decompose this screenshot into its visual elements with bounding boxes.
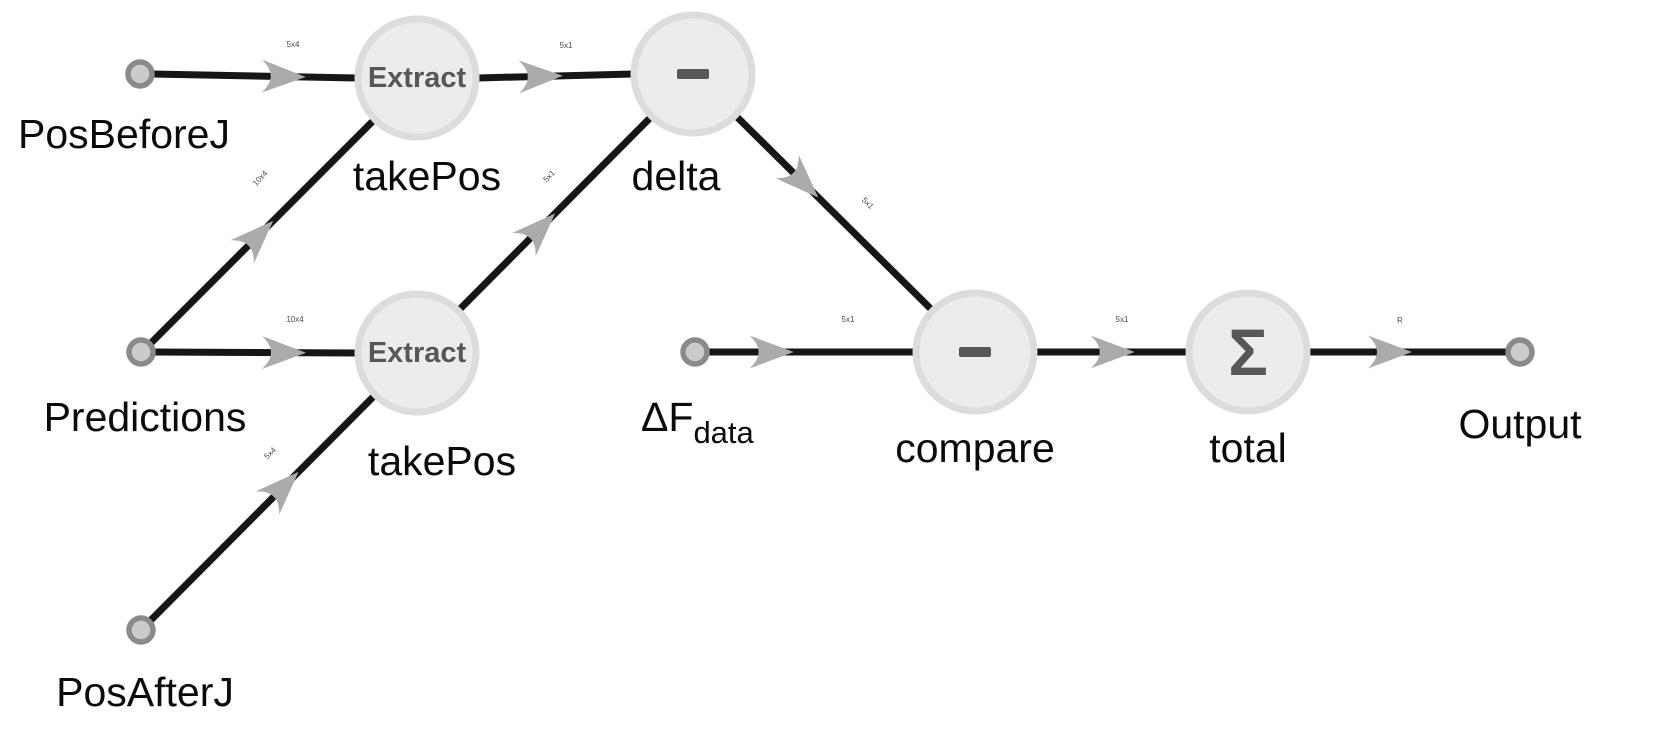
node-label-delta: delta	[632, 153, 721, 199]
terminal-label-main: ΔF	[641, 394, 693, 440]
edge-dim-label-takepos2-to-delta: 5x1	[541, 168, 557, 184]
arrowhead-icon	[1367, 335, 1412, 369]
arrowhead-icon	[261, 59, 306, 93]
edge-dim-label-predictions-to-takepos1: 10x4	[251, 168, 270, 187]
edge-line-posafterj-to-takepos2	[146, 391, 379, 625]
node-glyph: Extract	[368, 62, 467, 94]
arrowhead-icon	[518, 60, 563, 94]
minus-icon	[959, 347, 991, 357]
terminal-output	[1505, 337, 1535, 367]
node-total	[1185, 289, 1311, 415]
edge-dim-label-takepos1-to-delta: 5x1	[560, 41, 573, 50]
arrowhead-icon	[230, 220, 274, 264]
edge-dim-label-predictions-to-takepos2: 10x4	[286, 315, 304, 324]
edge-line-delta-to-compare	[732, 112, 936, 314]
terminal-posafterj	[126, 615, 156, 645]
terminal-label-predictions: Predictions	[44, 394, 247, 440]
arrowhead-icon	[261, 336, 306, 370]
node-takepos-2	[354, 290, 480, 416]
edge-dim-label-compare-to-total: 5x1	[1116, 315, 1129, 324]
node-glyph: Extract	[368, 337, 467, 369]
edge-dim-label-deltafdata-to-compare: 5x1	[842, 315, 855, 324]
terminal-label-output: Output	[1458, 401, 1582, 447]
arrowhead-icon	[255, 471, 299, 515]
terminal-label-posafterj: PosAfterJ	[56, 669, 234, 715]
terminal-delta-f-data	[680, 337, 710, 367]
edge-line-predictions-to-takepos2	[149, 348, 361, 357]
node-label-total: total	[1209, 425, 1287, 471]
terminal-predictions	[126, 337, 156, 367]
node-label-compare: compare	[895, 425, 1055, 471]
edge-line-posbeforej-to-takepos1	[148, 70, 361, 82]
edge-dim-label-posafterj-to-takepos2: 5x4	[262, 445, 278, 461]
node-label-takepos-2: takePos	[368, 438, 516, 484]
terminal-label-delta-f-data: ΔFdata	[641, 394, 755, 450]
sigma-icon: Σ	[1228, 315, 1268, 389]
arrowhead-icon	[512, 213, 555, 257]
edge-dim-label-posbeforej-to-takepos1: 5x4	[287, 40, 300, 49]
minus-icon	[677, 69, 709, 79]
arrowhead-icon	[775, 154, 819, 198]
node-label-takepos-1: takePos	[353, 153, 501, 199]
arrowhead-icon	[1090, 335, 1135, 369]
arrowhead-icon	[749, 335, 794, 369]
edge-dim-label-total-to-output: R	[1397, 316, 1403, 325]
terminal-label-posbeforej: PosBeforeJ	[18, 111, 230, 157]
terminal-label-subscript: data	[693, 415, 754, 450]
edge-dim-label-delta-to-compare: 5x1	[860, 195, 876, 211]
node-takepos-1	[354, 15, 480, 141]
terminal-posbeforej	[125, 59, 155, 89]
